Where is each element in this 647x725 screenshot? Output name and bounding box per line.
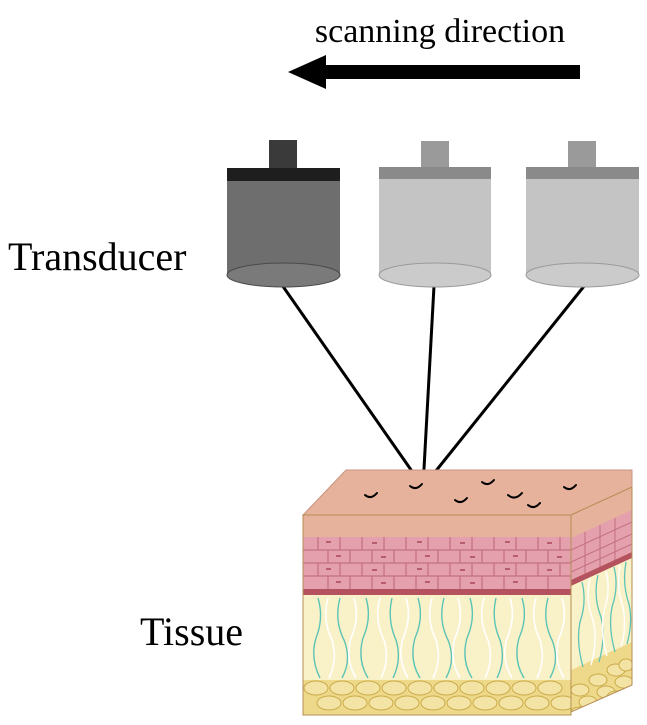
ultrasound-beams [280, 284, 587, 488]
direction-label: scanning direction [315, 13, 565, 50]
left-arrow-icon [288, 55, 580, 89]
tissue-label: Tissue [140, 609, 243, 654]
beam-line-middle [421, 285, 436, 488]
transducer-label: Transducer [8, 234, 187, 279]
transducer-icon [525, 141, 640, 288]
tissue-block-icon [301, 469, 633, 716]
skin-surface [301, 469, 633, 516]
beam-line-left [280, 284, 425, 488]
transducer-icon [226, 140, 341, 288]
transducer-icon [378, 141, 492, 288]
beam-line-right [421, 284, 587, 488]
